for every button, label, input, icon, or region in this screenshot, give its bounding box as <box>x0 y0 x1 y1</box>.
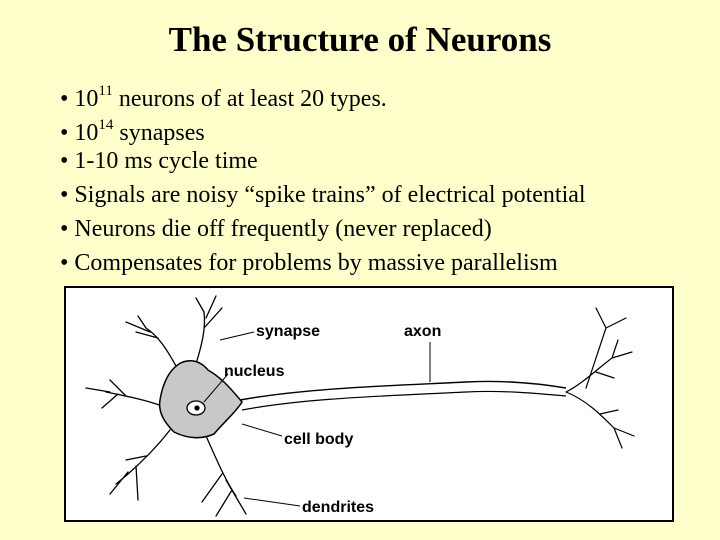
bullet-item: •1-10 ms cycle time <box>60 144 586 178</box>
bullet-text: Signals are noisy “spike trains” of elec… <box>74 182 586 208</box>
dendrite-left <box>85 379 163 409</box>
bullet-superscript: 14 <box>98 117 114 133</box>
slide-title: The Structure of Neurons <box>168 20 552 59</box>
bullet-symbol: • <box>60 148 69 174</box>
label-cell-body: cell body <box>284 431 353 448</box>
bullet-text-tail: synapses <box>113 120 205 146</box>
cell-body <box>158 360 243 439</box>
neuron-figure: synapse axon nucleus cell body dendrites <box>64 286 674 522</box>
axon-terminal <box>565 307 635 449</box>
bullet-symbol: • <box>60 120 69 146</box>
leader-cell-body <box>241 423 283 437</box>
dendrite-upper-left <box>125 315 177 367</box>
bullet-item: •Signals are noisy “spike trains” of ele… <box>60 178 586 212</box>
bullet-text: 1-10 ms cycle time <box>74 148 258 174</box>
dendrite-lower <box>201 435 247 517</box>
label-axon: axon <box>404 323 441 340</box>
bullet-symbol: • <box>60 86 69 112</box>
axon-inner <box>241 390 567 411</box>
bullet-item: •Neurons die off frequently (never repla… <box>60 212 586 246</box>
bullet-text: Neurons die off frequently (never replac… <box>74 216 492 242</box>
bullet-text-tail: neurons of at least 20 types. <box>112 86 387 112</box>
dendrite-lower-left <box>109 429 171 501</box>
bullet-text: Compensates for problems by massive para… <box>74 250 558 276</box>
bullet-item: •Compensates for problems by massive par… <box>60 246 586 280</box>
dendrite-upper <box>195 295 223 365</box>
bullet-symbol: • <box>60 250 69 276</box>
leader-dendrites <box>243 497 301 507</box>
nucleolus <box>194 405 200 411</box>
bullet-item: •1011 neurons of at least 20 types. <box>60 76 586 112</box>
label-nucleus: nucleus <box>224 363 285 380</box>
leader-nucleus <box>203 373 229 403</box>
neuron-diagram: synapse axon nucleus cell body dendrites <box>85 295 635 517</box>
bullet-list: •1011 neurons of at least 20 types. •101… <box>60 76 586 280</box>
bullet-symbol: • <box>60 216 69 242</box>
bullet-superscript: 11 <box>98 83 113 99</box>
label-synapse: synapse <box>256 323 320 340</box>
axon <box>239 380 567 401</box>
bullet-symbol: • <box>60 182 69 208</box>
bullet-item: •1014 synapses <box>60 110 586 146</box>
label-dendrites: dendrites <box>302 499 374 516</box>
leader-synapse <box>219 331 255 341</box>
bullet-text: 10 <box>74 120 99 146</box>
bullet-text: 10 <box>74 86 99 112</box>
